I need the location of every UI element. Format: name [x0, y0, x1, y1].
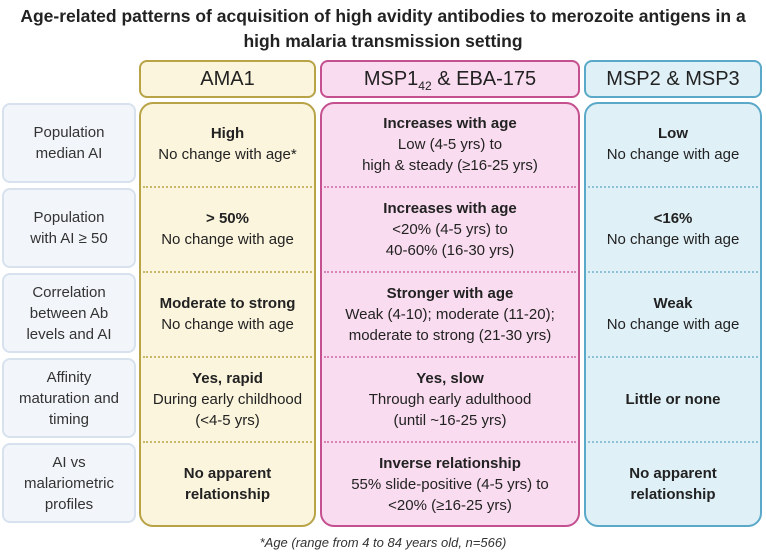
- cell-heading: Yes, slow: [416, 369, 484, 387]
- cell-line: (<4-5 yrs): [195, 411, 260, 429]
- row-divider: [143, 186, 312, 188]
- cell-line: 40-60% (16-30 yrs): [385, 241, 515, 259]
- title-line-2: high malaria transmission setting: [243, 31, 523, 51]
- row-divider: [588, 186, 758, 188]
- cell-ama1: High No change with age*: [141, 103, 314, 185]
- column-panel-msp142: [320, 102, 580, 527]
- row-divider: [143, 441, 312, 443]
- cell-line: moderate to strong (21-30 yrs): [348, 326, 552, 344]
- cell-msp142: Inverse relationship 55% slide-positive (…: [322, 443, 578, 525]
- cell-heading: No apparent relationship: [183, 465, 272, 503]
- row-label-line: maturation and: [18, 389, 120, 407]
- column-header-msp2: MSP2 & MSP3: [584, 60, 762, 98]
- cell-msp2: Little or none: [586, 358, 760, 440]
- footnote: *Age (range from 4 to 84 years old, n=56…: [259, 535, 507, 550]
- cell-heading: No apparent relationship: [629, 465, 717, 503]
- cell-heading: <16%: [653, 210, 693, 227]
- row-divider: [588, 271, 758, 273]
- row-divider: [324, 356, 576, 358]
- cell-line: 55% slide-positive (4-5 yrs) to: [351, 475, 549, 493]
- column-panel-msp2: [584, 102, 762, 527]
- row-label-line: Population: [33, 124, 105, 141]
- row-divider: [588, 356, 758, 358]
- cell-ama1: > 50% No change with age: [141, 188, 314, 270]
- cell-line: No change with age: [606, 316, 740, 333]
- row-label-line: median AI: [35, 145, 103, 162]
- row-divider: [324, 441, 576, 443]
- cell-line: No change with age: [161, 316, 294, 333]
- row-label-line: AI vs: [52, 453, 86, 471]
- row-label-line: Affinity: [46, 368, 92, 386]
- row-label: Correlation between Ab levels and AI: [2, 273, 136, 353]
- cell-heading: Increases with age: [383, 199, 517, 217]
- cell-heading: Low: [658, 125, 688, 142]
- cell-heading: > 50%: [206, 210, 249, 227]
- row-label-line: Correlation: [32, 283, 106, 301]
- cell-heading: Little or none: [625, 390, 721, 408]
- cell-line: Low (4-5 yrs) to: [397, 135, 503, 153]
- cell-heading: Inverse relationship: [379, 454, 521, 472]
- cell-line: No change with age: [161, 231, 294, 248]
- cell-line: <20% (≥16-25 yrs): [388, 496, 512, 514]
- cell-line: Weak (4-10); moderate (11-20);: [345, 305, 555, 323]
- column-header-msp142-subscript: 42: [418, 79, 432, 93]
- row-label: AI vs malariometric profiles: [2, 443, 136, 523]
- row-label: Population with AI ≥ 50: [2, 188, 136, 268]
- row-label-line: timing: [48, 410, 89, 428]
- row-divider: [324, 186, 576, 188]
- row-label: Population median AI: [2, 103, 136, 183]
- row-label-line: with AI ≥ 50: [30, 230, 108, 247]
- row-divider: [588, 441, 758, 443]
- title-line-1: Age-related patterns of acquisition of h…: [20, 6, 746, 26]
- row-label: Affinity maturation and timing: [2, 358, 136, 438]
- cell-msp2: No apparent relationship: [586, 443, 760, 525]
- cell-heading: Yes, rapid: [192, 369, 263, 387]
- cell-line: Through early adulthood: [368, 390, 532, 408]
- cell-heading: Increases with age: [383, 114, 517, 132]
- cell-msp2: <16% No change with age: [586, 188, 760, 270]
- row-label-line: profiles: [44, 495, 94, 513]
- cell-line: No change with age*: [158, 146, 297, 163]
- cell-line: During early childhood: [152, 390, 303, 408]
- cell-line: No change with age: [606, 146, 740, 163]
- column-header-ama1-label: AMA1: [200, 68, 255, 90]
- row-divider: [143, 271, 312, 273]
- row-divider: [324, 271, 576, 273]
- cell-heading: Weak: [653, 295, 693, 312]
- column-panel-ama1: [139, 102, 316, 527]
- cell-heading: Moderate to strong: [159, 295, 296, 312]
- column-header-msp142: MSP142 & EBA-175: [320, 60, 580, 98]
- column-header-msp2-label: MSP2 & MSP3: [606, 68, 740, 90]
- cell-line: No change with age: [606, 231, 740, 248]
- cell-msp142: Increases with age <20% (4-5 yrs) to 40-60…: [322, 188, 578, 270]
- figure-title: Age-related patterns of acquisition of h…: [0, 4, 766, 54]
- cell-heading: Stronger with age: [386, 284, 514, 302]
- row-label-line: levels and AI: [26, 325, 112, 343]
- cell-msp2: Weak No change with age: [586, 273, 760, 355]
- cell-line: (until ~16-25 yrs): [393, 411, 507, 429]
- cell-line: high & steady (≥16-25 yrs): [362, 156, 538, 174]
- row-label-line: malariometric: [23, 474, 114, 492]
- cell-heading: High: [210, 125, 245, 142]
- cell-msp2: Low No change with age: [586, 103, 760, 185]
- row-label-line: Population: [33, 209, 105, 226]
- cell-ama1: Moderate to strong No change with age: [141, 273, 314, 355]
- row-divider: [143, 356, 312, 358]
- cell-ama1: No apparent relationship: [141, 443, 314, 525]
- column-header-msp142-suffix: & EBA-175: [431, 68, 537, 90]
- cell-line: <20% (4-5 yrs) to: [392, 220, 508, 238]
- column-header-ama1: AMA1: [139, 60, 316, 98]
- row-label-line: between Ab: [29, 304, 109, 322]
- column-header-msp142-prefix: MSP1: [363, 68, 419, 90]
